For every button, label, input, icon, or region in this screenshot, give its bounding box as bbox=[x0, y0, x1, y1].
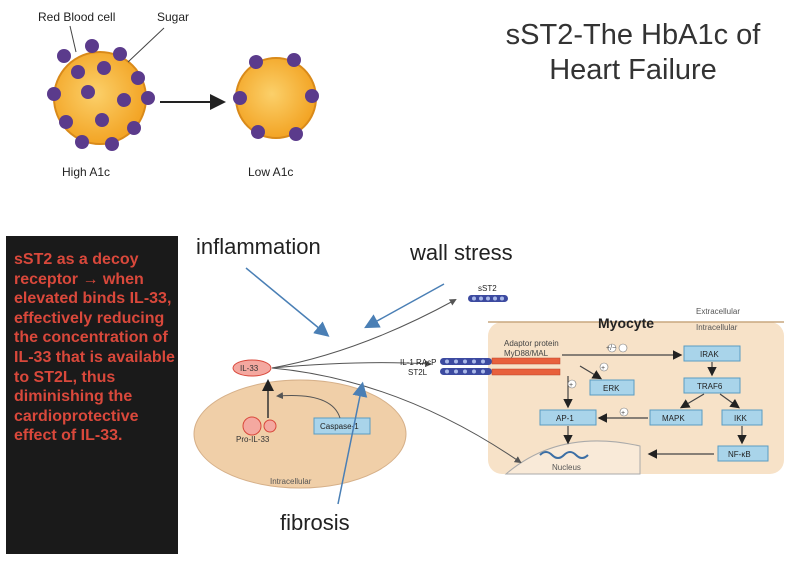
il33-to-receptor-curve bbox=[271, 360, 432, 369]
low-a1c-cell bbox=[235, 57, 317, 139]
pro-il33-node-part bbox=[263, 419, 277, 433]
pathway-arrows bbox=[562, 350, 747, 459]
il1racp-label: IL-1 RAcP bbox=[400, 358, 436, 367]
wall-stress-label: wall stress bbox=[409, 240, 513, 265]
inflammation-label: inflammation bbox=[196, 234, 321, 259]
sst2-molecule bbox=[468, 295, 508, 302]
plus-marker bbox=[607, 343, 617, 353]
low-a1c-label: Low A1c bbox=[248, 165, 293, 179]
sst2-label: sST2 bbox=[478, 284, 497, 293]
intracellular-right-label: Intracellular bbox=[696, 323, 738, 332]
wall-stress-arrow bbox=[364, 283, 445, 329]
caspase-arrow bbox=[276, 392, 341, 419]
fibrosis-label: fibrosis bbox=[280, 510, 350, 535]
il1racp-receptor bbox=[440, 358, 492, 365]
decoy-receptor-panel bbox=[6, 236, 178, 554]
traf6-node bbox=[683, 377, 741, 394]
il33-to-sst2-curve bbox=[271, 299, 457, 369]
erk-node bbox=[589, 379, 635, 396]
ap1-node bbox=[539, 409, 597, 426]
extracellular-label: Extracellular bbox=[696, 307, 740, 316]
sugar-pointer-line bbox=[127, 27, 165, 63]
sugar-molecules-low bbox=[233, 53, 319, 141]
inflammation-arrow bbox=[245, 267, 330, 337]
mapk-node bbox=[649, 409, 703, 426]
caspase-label: Caspase-1 bbox=[320, 422, 359, 431]
mal-bar bbox=[491, 368, 561, 376]
fibrosis-arrow bbox=[337, 381, 368, 505]
rbc-label: Red Blood cell bbox=[38, 10, 115, 24]
ikk-node bbox=[721, 409, 763, 426]
mapk-label: MAPK bbox=[662, 414, 685, 423]
sugar-molecules-high bbox=[47, 39, 155, 151]
rbc-pointer-line bbox=[69, 25, 77, 53]
caspase-node bbox=[313, 417, 371, 435]
myd88-bar bbox=[491, 357, 561, 365]
irak-label: IRAK bbox=[700, 350, 719, 359]
decoy-receptor-text: sST2 as a decoy receptor → when elevated… bbox=[14, 251, 175, 445]
sugar-label: Sugar bbox=[157, 10, 189, 24]
nucleus-label: Nucleus bbox=[552, 463, 581, 472]
ikk-label: IKK bbox=[734, 414, 748, 423]
dna-icon bbox=[539, 451, 589, 459]
pro-il33-node bbox=[242, 416, 262, 436]
nucleus bbox=[504, 440, 641, 475]
erk-plus-marker bbox=[599, 362, 609, 372]
pro-il33-label: Pro-IL-33 bbox=[236, 435, 270, 444]
st2l-label: ST2L bbox=[408, 368, 428, 377]
ap1-plus-label: + bbox=[569, 382, 573, 389]
slide-title: sST2-The HbA1c of Heart Failure bbox=[505, 19, 761, 86]
minus-marker bbox=[618, 343, 628, 353]
erk-label: ERK bbox=[603, 384, 620, 393]
adaptor-label-2: MyD88/MAL bbox=[504, 349, 549, 358]
intracellular-left-label: Intracellular bbox=[270, 477, 312, 486]
irak-node bbox=[683, 345, 741, 362]
nfkb-label: NF-κB bbox=[728, 450, 751, 459]
il33-label: IL-33 bbox=[240, 364, 259, 373]
high-a1c-label: High A1c bbox=[62, 165, 110, 179]
il33-to-nucleus-curve bbox=[271, 367, 522, 464]
nfkb-node bbox=[717, 445, 769, 462]
adaptor-label-1: Adaptor protein bbox=[504, 339, 559, 348]
plus-minus-label: +/− bbox=[606, 345, 616, 352]
mapk-plus-label: + bbox=[621, 410, 625, 417]
erk-plus-label: + bbox=[601, 365, 605, 372]
il33-node bbox=[232, 359, 272, 377]
myocyte-label: Myocyte bbox=[598, 315, 654, 331]
source-cell bbox=[193, 379, 407, 489]
st2l-receptor bbox=[440, 368, 492, 375]
ap1-plus-marker bbox=[567, 379, 577, 389]
mapk-plus-marker bbox=[619, 407, 629, 417]
ap1-label: AP-1 bbox=[556, 414, 574, 423]
traf6-label: TRAF6 bbox=[697, 382, 723, 391]
